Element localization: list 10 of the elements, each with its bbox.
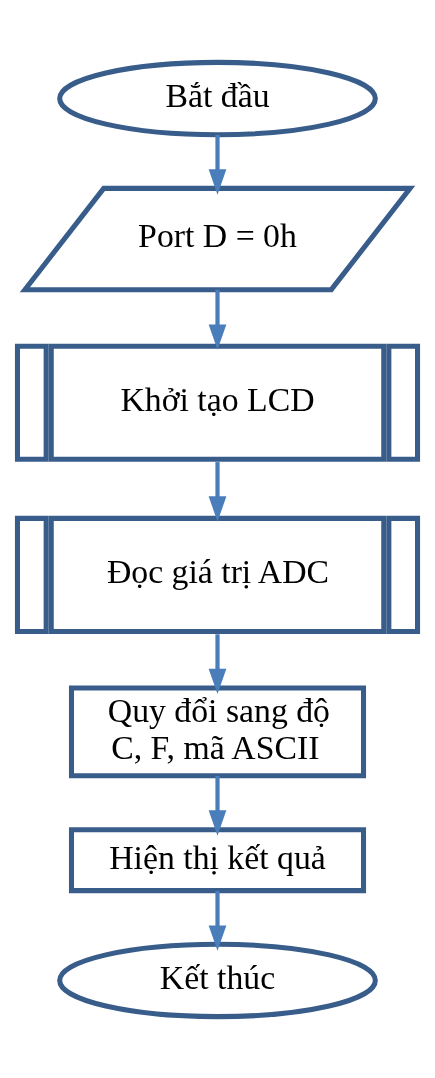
- node-box: Quy đổi sang độ C, F, mã ASCII: [68, 685, 367, 778]
- arrow: [208, 461, 227, 522]
- node-ellipse: Bắt đầu: [57, 59, 378, 137]
- node-box: Hiện thị kết quả: [68, 826, 367, 893]
- arrow: [208, 134, 227, 195]
- arrow: [208, 289, 227, 350]
- arrow: [208, 890, 227, 951]
- arrow: [208, 633, 227, 694]
- arrow: [208, 775, 227, 836]
- node-ellipse: Kết thúc: [57, 941, 378, 1019]
